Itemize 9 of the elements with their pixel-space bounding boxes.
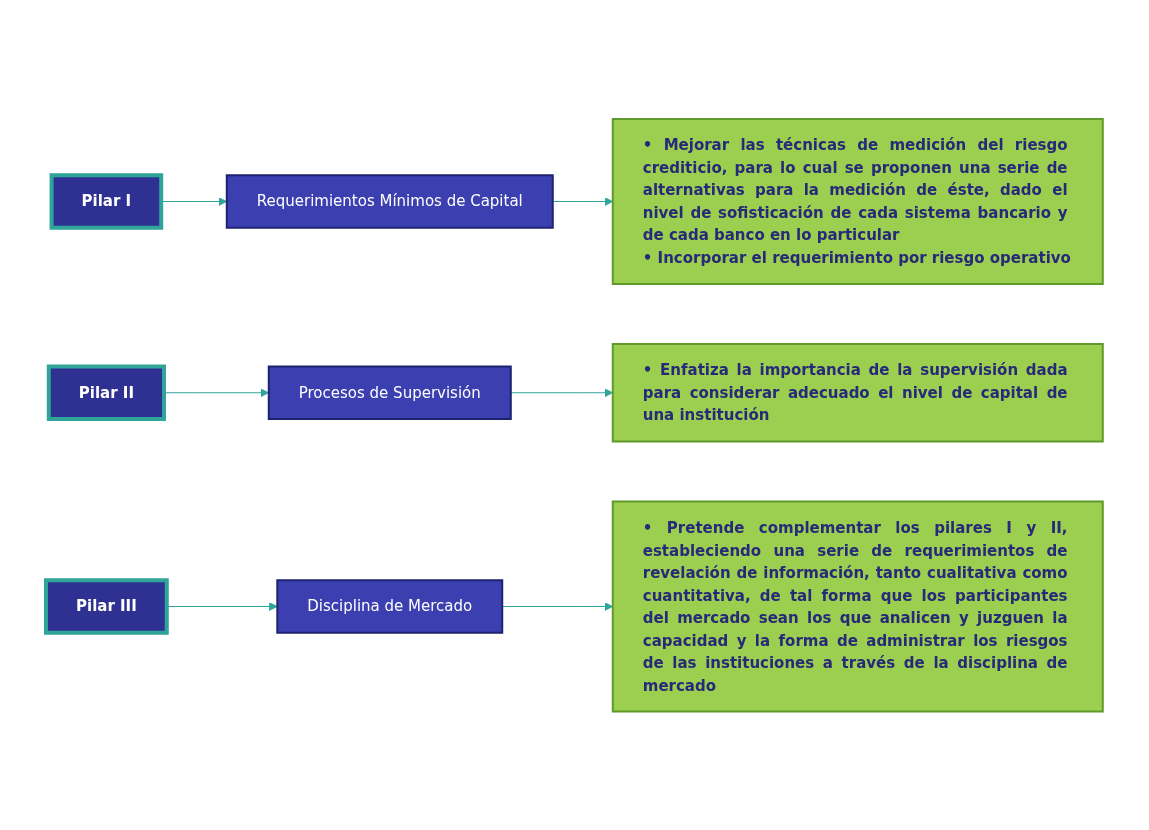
node-box: Pilar III bbox=[44, 578, 169, 635]
node-box: Disciplina de Mercado bbox=[276, 579, 504, 634]
node-box: Procesos de Supervisión bbox=[267, 365, 512, 420]
node-box: • Pretende complementar los pilares I y II, estableciendo una serie de requerimientos de revelación de información, tanto cualitativa como cuantitativa, de tal forma que los participantes del mercado sean los que analicen y juzguen la capacidad y la forma de administrar los riesgos de las instituciones a través de la disciplina de mercado bbox=[611, 500, 1104, 713]
node-box: • Mejorar las técnicas de medición del riesgo crediticio, para lo cual se proponen una serie de alternativas para la medición de éste, dado el nivel de sofisticación de cada sistema bancario y de cada banco en lo particular • Incorporar el requerimiento por riesgo operativo bbox=[611, 117, 1104, 285]
node-box: Pilar II bbox=[46, 364, 167, 421]
node-box: Requerimientos Mínimos de Capital bbox=[225, 174, 554, 229]
node-box: Pilar I bbox=[49, 173, 164, 230]
node-box: • Enfatiza la importancia de la supervisión dada para considerar adecuado el nivel de capital de una institución bbox=[611, 342, 1104, 443]
